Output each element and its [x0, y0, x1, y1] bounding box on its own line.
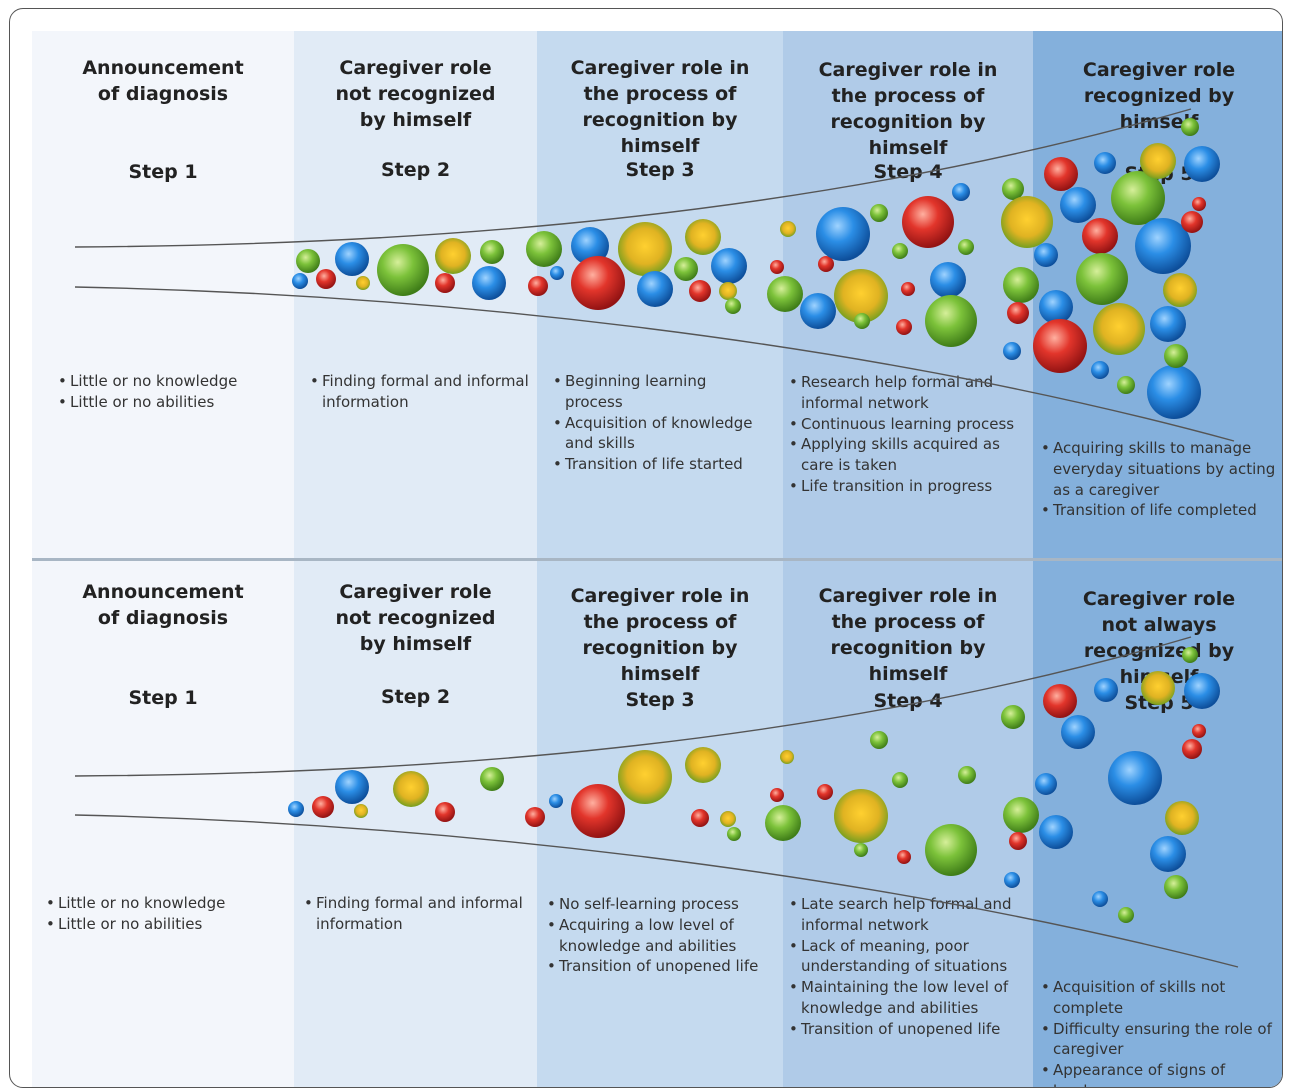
step-label: Step 1	[128, 161, 198, 183]
bullet-item: Lack of meaning, poor understanding of s…	[787, 936, 1031, 978]
bullet-item: Transition of unopened life	[787, 1019, 1031, 1040]
bullet-list: Late search help formal and informal net…	[787, 894, 1031, 1040]
step-label: Step 5	[1124, 692, 1194, 714]
bullet-item: Maintaining the low level of knowledge a…	[787, 977, 1031, 1019]
bullet-item: Difficulty ensuring the role of caregive…	[1039, 1019, 1282, 1061]
bullet-item: Acquiring a low level of knowledge and a…	[545, 915, 779, 957]
bullet-item: Finding formal and informal information	[308, 371, 530, 413]
bullet-list: Research help formal and informal networ…	[787, 372, 1031, 497]
step-label: Step 4	[873, 161, 943, 183]
bullet-item: Life transition in progress	[787, 476, 1031, 497]
step-label: Step 2	[380, 686, 451, 708]
bullet-item: Little or no knowledge	[44, 893, 288, 914]
bullet-item: Research help formal and informal networ…	[787, 372, 1031, 414]
step-label: Step 3	[625, 159, 695, 181]
bullet-item: Transition of unopened life	[545, 956, 779, 977]
bullet-item: Appearance of signs of burden	[1039, 1060, 1282, 1087]
bullet-list: Beginning learning process Acquisition o…	[551, 371, 763, 475]
bullet-list: Little or no knowledge Little or no abil…	[56, 371, 288, 413]
bullet-item: No self-learning process	[545, 894, 779, 915]
bullet-list: Finding formal and informal information	[308, 371, 530, 413]
bullet-item: Little or no abilities	[56, 392, 288, 413]
step-label: Step 3	[625, 689, 695, 711]
bullet-item: Little or no abilities	[44, 914, 288, 935]
bullet-list: Little or no knowledge Little or no abil…	[44, 893, 288, 935]
bullet-item: Applying skills acquired as care is take…	[787, 434, 1031, 476]
bullet-list: Acquiring skills to manage everyday situ…	[1039, 438, 1282, 521]
bullet-item: Acquiring skills to manage everyday situ…	[1039, 438, 1282, 500]
bullet-item: Acquisition of skills not complete	[1039, 977, 1282, 1019]
step-label: Step 5	[1124, 163, 1194, 185]
bullet-item: Acquisition of knowledge and skills	[551, 413, 763, 455]
step-label: Step 2	[380, 159, 451, 181]
bullet-item: Finding formal and informal information	[302, 893, 530, 935]
step-label: Step 4	[873, 690, 943, 712]
bullet-item: Little or no knowledge	[56, 371, 288, 392]
bullet-item: Transition of life started	[551, 454, 763, 475]
bullet-item: Beginning learning process	[551, 371, 763, 413]
bullet-item: Continuous learning process	[787, 414, 1031, 435]
step-label: Step 1	[128, 687, 198, 709]
bullet-item: Transition of life completed	[1039, 500, 1282, 521]
bullet-item: Late search help formal and informal net…	[787, 894, 1031, 936]
bullet-list: No self-learning process Acquiring a low…	[545, 894, 779, 977]
bullet-list: Acquisition of skills not complete Diffi…	[1039, 977, 1282, 1087]
bullet-list: Finding formal and informal information	[302, 893, 530, 935]
